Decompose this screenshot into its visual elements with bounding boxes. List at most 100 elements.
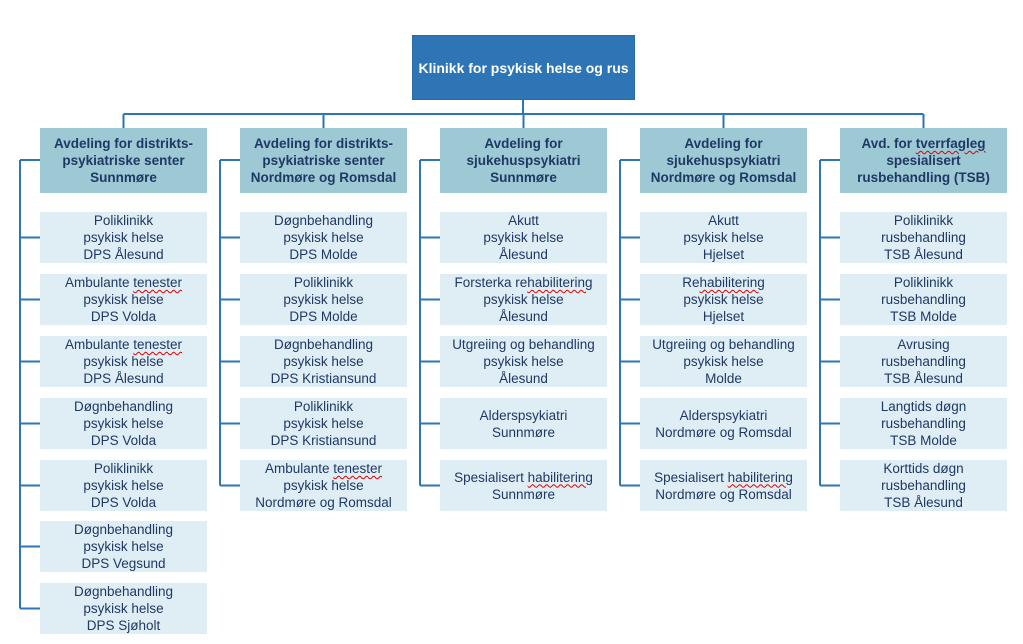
unit-label-line: psykisk helse — [83, 478, 164, 493]
unit-label-line: psykisk helse — [83, 292, 164, 307]
department-node-1: Avdeling for distrikts-psykiatriske sent… — [40, 128, 207, 193]
unit-label-line: TSB Molde — [890, 433, 957, 448]
unit-label-line: TSB Ålesund — [884, 247, 963, 262]
unit-label-line: Alderspsykiatri — [479, 407, 568, 423]
unit-label-line: Døgnbehandling — [273, 337, 374, 352]
unit-label-line: DPS Sjøholt — [86, 618, 161, 633]
unit-label-line: psykisk helse — [83, 539, 164, 554]
unit-label-line: DPS Vegsund — [81, 556, 166, 571]
unit-label-line: Nordmøre og Romsdal — [255, 495, 392, 510]
unit-label-line: Alderspsykiatri — [679, 407, 768, 423]
department-label-line: Sunnmøre — [490, 170, 557, 185]
spellcheck-underline: tverrfagleg — [915, 136, 986, 151]
unit-label-line: Korttids døgn — [883, 461, 964, 476]
unit-label-line: psykisk helse — [283, 354, 364, 369]
department-label-line: Avdeling for distrikts- — [53, 136, 193, 151]
unit-label-line: Ambulante tenester — [264, 461, 383, 476]
unit-label-line: Sunnmøre — [491, 424, 556, 440]
spellcheck-underline: habilitering — [527, 469, 593, 485]
department-label-line: sjukehuspsykiatri — [466, 153, 581, 168]
unit-label-line: Spesialisert habilitering — [654, 469, 793, 485]
unit-label-line: Ålesund — [499, 309, 548, 324]
unit-label-line: Utgreiing og behandling — [652, 337, 795, 352]
unit-label-line: psykisk helse — [83, 416, 164, 431]
unit-label-line: Poliklinikk — [893, 275, 954, 290]
unit-label-line: Døgnbehandling — [73, 522, 174, 537]
unit-label-line: Akutt — [508, 213, 539, 228]
root-label: Klinikk for psykisk helse og rus — [418, 59, 629, 76]
spellcheck-underline: habilitering — [527, 275, 593, 290]
unit-label-line: DPS Molde — [289, 309, 358, 324]
unit-label-line: psykisk helse — [83, 601, 164, 616]
unit-label-line: Ambulante tenester — [64, 275, 183, 290]
unit-label-line: TSB Ålesund — [884, 371, 963, 386]
unit-label-line: Døgnbehandling — [73, 399, 174, 414]
unit-label-line: rusbehandling — [881, 478, 966, 493]
unit-label-line: Utgreiing og behandling — [452, 337, 595, 352]
unit-label-line: Døgnbehandling — [73, 584, 174, 599]
unit-label-line: Poliklinikk — [93, 213, 154, 228]
department-label-line: sjukehuspsykiatri — [666, 153, 781, 168]
unit-label-line: Nordmøre og Romsdal — [655, 424, 792, 440]
unit-label-line: psykisk helse — [683, 292, 764, 307]
spellcheck-underline: tenester — [133, 337, 183, 352]
department-label-line: Avdeling for — [684, 136, 763, 151]
department-label-line: Nordmøre og Romsdal — [650, 170, 797, 185]
unit-label-line: Sunnmøre — [491, 486, 556, 502]
unit-label-line: Poliklinikk — [293, 275, 354, 290]
unit-label-line: Nordmøre og Romsdal — [655, 486, 792, 502]
spellcheck-underline: habilitering — [727, 469, 793, 485]
unit-label-line: rusbehandling — [881, 354, 966, 369]
department-node-2: Avdeling for distrikts-psykiatriske sent… — [240, 128, 407, 193]
unit-label-line: DPS Volda — [90, 495, 157, 510]
unit-label-line: Langtids døgn — [880, 399, 967, 414]
unit-label-line: psykisk helse — [83, 230, 164, 245]
unit-label-line: rusbehandling — [881, 230, 966, 245]
unit-label-line: psykisk helse — [83, 354, 164, 369]
unit-label-line: DPS Volda — [90, 433, 157, 448]
unit-label-line: psykisk helse — [683, 230, 764, 245]
unit-label-line: psykisk helse — [283, 230, 364, 245]
unit-label-line: psykisk helse — [283, 478, 364, 493]
unit-label-line: Spesialisert habilitering — [454, 469, 593, 485]
unit-label-line: psykisk helse — [683, 354, 764, 369]
unit-label-line: Ambulante tenester — [64, 337, 183, 352]
unit-label-line: Forsterka rehabilitering — [454, 275, 593, 290]
department-label-line: rusbehandling (TSB) — [857, 170, 990, 185]
unit-label-line: Døgnbehandling — [273, 213, 374, 228]
unit-label-line: Hjelset — [702, 309, 745, 324]
spellcheck-underline: tenester — [333, 461, 383, 476]
department-label-line: Sunnmøre — [90, 170, 157, 185]
unit-label-line: psykisk helse — [283, 292, 364, 307]
unit-label-line: Poliklinikk — [893, 213, 954, 228]
unit-label-line: DPS Ålesund — [83, 371, 164, 386]
unit-label-line: Avrusing — [897, 337, 950, 352]
department-label-line: Nordmøre og Romsdal — [250, 170, 397, 185]
unit-label-line: psykisk helse — [483, 230, 564, 245]
unit-label-line: DPS Molde — [289, 247, 358, 262]
unit-label-line: DPS Volda — [90, 309, 157, 324]
unit-label-line: Ålesund — [499, 247, 548, 262]
spellcheck-underline: habilitering — [699, 275, 765, 290]
unit-label-line: psykisk helse — [283, 416, 364, 431]
